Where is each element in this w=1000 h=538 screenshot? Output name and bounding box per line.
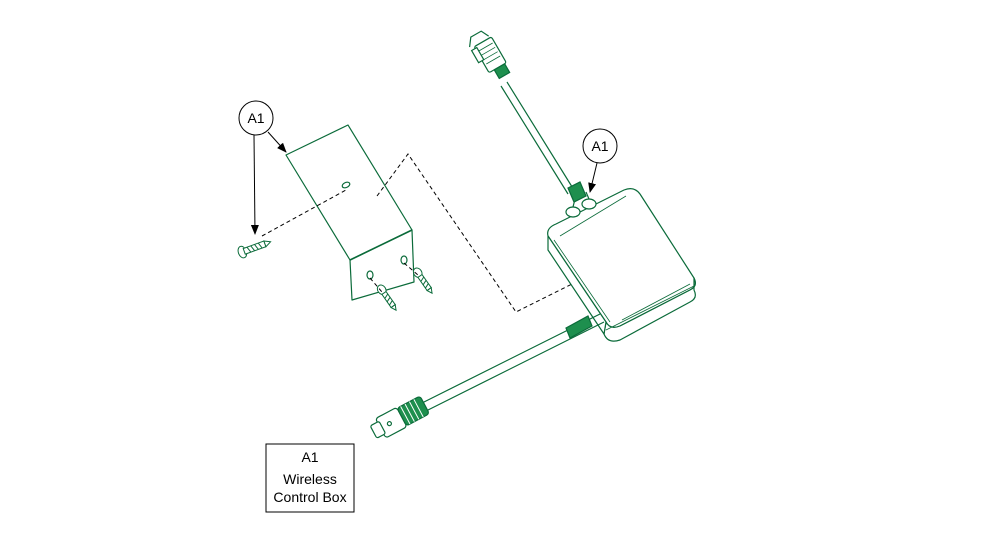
- bracket-hole: [366, 270, 374, 280]
- screws: [237, 240, 433, 312]
- screw-left: [237, 240, 272, 259]
- callout-control-box: A1: [582, 128, 618, 193]
- callout-label: A1: [591, 138, 608, 154]
- lower-connector: [370, 396, 429, 439]
- lower-cable: [370, 313, 605, 439]
- wireless-control-box: [547, 188, 696, 342]
- lower-strain-relief: [565, 315, 593, 339]
- callout-bracket: A1: [238, 100, 287, 235]
- bracket-hole: [400, 255, 408, 265]
- upper-cable: [469, 30, 587, 203]
- callout-bubble: [238, 100, 274, 136]
- upper-strain-relief: [567, 181, 587, 203]
- callout-bubble: [582, 128, 618, 164]
- box-port-left: [565, 206, 581, 218]
- legend-line-1: Wireless: [283, 471, 337, 487]
- screw-bottom-1: [376, 284, 397, 312]
- legend-line-2: Control Box: [273, 489, 346, 505]
- control-box-side: [603, 277, 696, 342]
- alignment-lines: [261, 153, 573, 313]
- callout-label: A1: [247, 110, 264, 126]
- screw-bottom-2: [412, 267, 433, 295]
- legend-code: A1: [301, 449, 318, 465]
- legend-box: A1 Wireless Control Box: [265, 443, 355, 513]
- box-port-right: [581, 198, 597, 210]
- control-box-left-side: [547, 235, 607, 335]
- mounting-bracket: [285, 124, 415, 301]
- bracket-hole: [341, 181, 351, 189]
- upper-connector: [469, 30, 511, 80]
